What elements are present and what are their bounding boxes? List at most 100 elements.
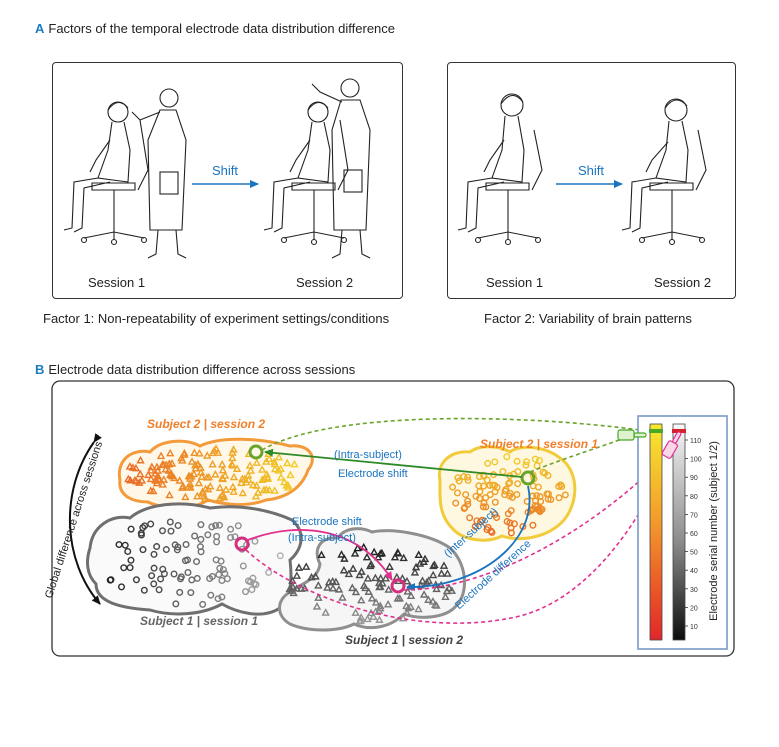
electrode-marker — [544, 495, 552, 503]
electrode-marker — [290, 459, 299, 468]
electrode-marker — [398, 613, 408, 622]
electrode-marker — [238, 488, 247, 497]
electrode-marker — [144, 470, 153, 479]
electrode-marker — [219, 566, 227, 574]
highlight-electrode-s2s1 — [520, 470, 536, 486]
electrode-marker — [424, 595, 433, 603]
electrode-marker — [464, 497, 472, 505]
electrode-marker — [262, 457, 271, 465]
electrode-marker — [187, 589, 195, 597]
electrode-marker — [464, 473, 472, 481]
electrode-marker — [475, 482, 483, 490]
electrode-marker — [212, 522, 220, 530]
electrode-marker — [369, 612, 378, 620]
electrode-marker — [191, 460, 200, 469]
electrode-marker — [164, 466, 173, 474]
electrode-marker — [483, 526, 491, 534]
electrode-marker — [486, 481, 494, 489]
electrode-marker — [561, 491, 569, 499]
electrode-marker — [120, 564, 128, 572]
electrode-marker — [484, 459, 492, 467]
colorbar-tick-label: 100 — [690, 457, 702, 464]
electrode-marker — [462, 491, 470, 499]
electrode-marker — [337, 550, 346, 558]
electrode-marker — [215, 521, 223, 529]
electrode-marker — [197, 521, 205, 529]
colorbar-tick-label: 70 — [690, 512, 698, 519]
electrode-marker — [187, 457, 197, 465]
electrode-marker — [150, 550, 158, 558]
electrode-marker — [363, 614, 372, 623]
electrode-marker — [207, 591, 215, 599]
electrode-marker — [106, 576, 114, 584]
electrode-marker — [161, 465, 170, 473]
electrode-marker — [348, 583, 357, 592]
electrode-marker — [204, 531, 212, 539]
electrode-marker — [531, 455, 539, 463]
electrode-marker — [480, 482, 488, 490]
electrode-marker — [371, 573, 380, 582]
electrode-marker — [195, 449, 204, 457]
electrode-marker — [152, 476, 161, 484]
electrode-marker — [514, 480, 522, 488]
electrode-marker — [137, 476, 147, 484]
electrode-marker — [522, 458, 530, 466]
markers-subject1-session1 — [106, 518, 284, 608]
electrode-marker — [339, 565, 349, 574]
electrode-marker — [177, 575, 185, 583]
electrode-marker — [466, 514, 474, 522]
electrode-marker — [215, 571, 223, 579]
electrode-marker — [158, 527, 166, 535]
electrode-marker — [165, 448, 175, 457]
electrode-marker — [367, 594, 377, 602]
electrode-marker — [211, 470, 220, 478]
electrode-marker — [238, 474, 247, 482]
electrode-marker — [127, 556, 135, 564]
seated-subject-with-experimenter-session2 — [263, 78, 371, 259]
inter-subject-arrow — [406, 485, 531, 592]
electrode-marker — [312, 602, 322, 610]
electrode-marker — [357, 595, 366, 604]
electrode-marker — [288, 582, 298, 591]
markers-subject1-session2 — [285, 542, 457, 625]
electrode-marker — [378, 578, 387, 587]
electrode-marker — [124, 474, 133, 483]
highlight-electrode-s1s2 — [390, 578, 406, 594]
electrode-marker — [513, 457, 521, 465]
electrode-marker — [174, 543, 182, 551]
electrode-marker — [482, 503, 490, 511]
electrode-marker — [172, 600, 180, 608]
electrode-marker — [178, 456, 187, 464]
electrode-marker — [167, 471, 177, 480]
electrode-marker — [184, 482, 193, 490]
electrode-marker — [191, 532, 199, 540]
electrode-marker — [180, 448, 189, 457]
global-difference-arrow — [69, 433, 102, 605]
highlight-electrode-s1s1 — [234, 536, 250, 552]
electrode-marker — [488, 528, 496, 536]
electrode-marker — [270, 464, 280, 473]
intra-top-label-1: (Intra-subject) — [334, 449, 402, 461]
electrode-marker — [166, 518, 174, 526]
electrode-marker — [356, 613, 366, 621]
electrode-marker — [544, 471, 552, 479]
electrode-marker — [270, 486, 279, 494]
electrode-marker — [390, 552, 400, 561]
colorbar-gray — [672, 423, 686, 641]
electrode-marker — [220, 471, 230, 479]
electrode-marker — [228, 448, 237, 456]
electrode-marker — [193, 491, 202, 500]
electrode-marker — [529, 521, 537, 529]
electrode-marker — [139, 546, 147, 554]
electrode-marker — [539, 468, 547, 476]
colorbar-tick-label: 30 — [690, 587, 698, 594]
electrode-marker — [555, 494, 563, 502]
electrode-marker — [411, 562, 421, 571]
electrode-marker — [340, 554, 349, 562]
electrode-marker — [148, 572, 156, 580]
electrode-marker — [317, 550, 326, 559]
electrode-marker — [251, 537, 259, 545]
electrode-marker — [184, 569, 192, 577]
electrode-marker — [507, 524, 515, 532]
